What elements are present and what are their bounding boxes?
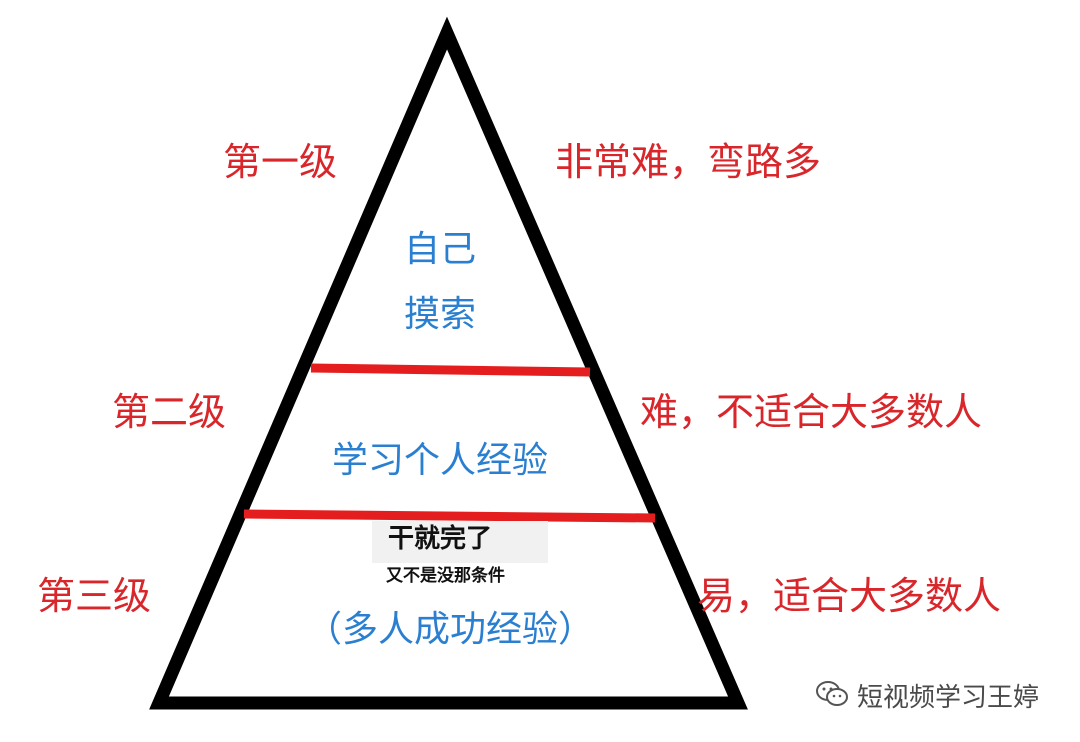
level-2-difficulty: 难，不适合大多数人 <box>640 390 983 434</box>
level-2-label: 第二级 <box>112 390 227 434</box>
wechat-icon <box>815 680 849 712</box>
watermark-text: 短视频学习王婷 <box>857 683 1040 713</box>
level-1-method-line2: 摸索 <box>404 294 477 335</box>
level-1-difficulty: 非常难，弯路多 <box>555 140 822 184</box>
watermark: 短视频学习王婷 <box>815 677 1039 714</box>
level-3-difficulty: 易，适合大多数人 <box>697 574 1002 618</box>
level-2-method: 学习个人经验 <box>332 440 549 481</box>
level-3-method: （多人成功经验） <box>306 609 595 650</box>
divider-level-2-3 <box>243 509 656 523</box>
overlay-main-text: 干就完了 <box>388 524 493 554</box>
level-1-method-line1: 自己 <box>404 229 477 270</box>
level-3-label: 第三级 <box>37 574 152 618</box>
level-1-label: 第一级 <box>223 140 338 184</box>
divider-level-1-2 <box>310 363 591 377</box>
overlay-sticker-background <box>372 521 548 563</box>
overlay-sub-text: 又不是没那条件 <box>386 566 505 586</box>
